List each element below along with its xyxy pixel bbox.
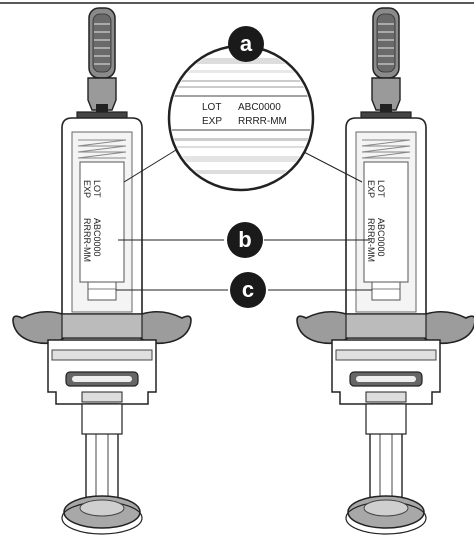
syringe-right-lot-value: ABC0000 bbox=[376, 218, 386, 257]
syringe-right-exp-label: EXP bbox=[366, 180, 376, 198]
magnifier-lot-value: ABC0000 bbox=[238, 102, 281, 113]
magnifier-exp-label: EXP bbox=[202, 116, 222, 127]
syringe-right-exp-value: RRRR-MM bbox=[366, 218, 376, 262]
magnifier-exp-value: RRRR-MM bbox=[238, 116, 287, 127]
callout-c: c bbox=[230, 272, 266, 308]
callout-c-letter: c bbox=[242, 277, 254, 302]
syringe-left-lot-label: LOT bbox=[92, 180, 102, 198]
magnifier-lot-label: LOT bbox=[202, 102, 221, 113]
magnifier: LOT ABC0000 EXP RRRR-MM bbox=[167, 44, 315, 192]
syringe-left-lot-value: ABC0000 bbox=[92, 218, 102, 257]
syringe-left-exp-value: RRRR-MM bbox=[82, 218, 92, 262]
syringe-left-label: LOT EXP ABC0000 RRRR-MM bbox=[82, 180, 102, 262]
leader-magnifier-right bbox=[299, 149, 363, 183]
callout-b: b bbox=[227, 222, 263, 258]
syringe-right-lot-label: LOT bbox=[376, 180, 386, 198]
callout-b-letter: b bbox=[238, 227, 251, 252]
leader-magnifier-left bbox=[123, 149, 177, 183]
syringe-left-exp-label: EXP bbox=[82, 180, 92, 198]
syringe-right: LOT EXP ABC0000 RRRR-MM bbox=[296, 7, 474, 535]
syringe-right-label: LOT EXP ABC0000 RRRR-MM bbox=[366, 180, 386, 262]
callout-a-letter: a bbox=[240, 31, 253, 56]
callout-a: a bbox=[228, 26, 264, 62]
syringe-left: LOT EXP ABC0000 RRRR-MM bbox=[12, 7, 192, 535]
